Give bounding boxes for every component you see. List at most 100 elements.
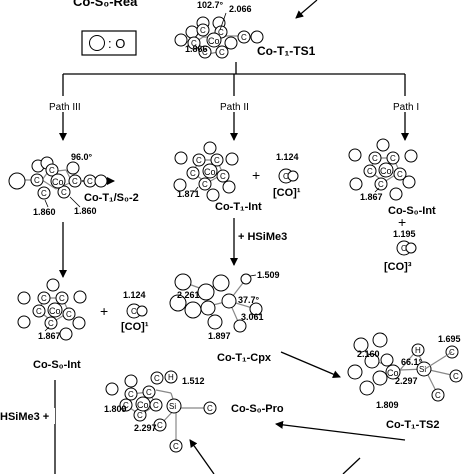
atom-co: Co <box>52 177 64 187</box>
atom-c: C <box>173 442 179 451</box>
ts2-d4: 1.809 <box>376 400 399 410</box>
plus-sign: + <box>100 303 108 319</box>
pro-d2: 1.809 <box>104 404 127 414</box>
species-s0-int-label: Co-S₀-Int <box>33 359 81 371</box>
atom-c: C <box>453 372 459 381</box>
ts2-angle: 66.1° <box>401 357 423 367</box>
atom-c: C <box>72 177 78 186</box>
atom-c: C <box>220 172 226 181</box>
molecule-s0-int-path1: C C C C C Co 1.867 <box>348 138 418 202</box>
p1-d: 1.867 <box>360 192 383 202</box>
molecule-co-int: C 1.124 <box>123 290 148 319</box>
cpx-d1: 1.509 <box>257 270 280 280</box>
species-co3: [CO]³ <box>384 261 412 273</box>
species-s0-int-path1-label: Co-S₀-Int <box>388 205 436 217</box>
p2-d: 1.871 <box>177 189 200 199</box>
atom-c: C <box>131 307 137 316</box>
atom-co: Co <box>49 306 61 316</box>
molecule-s0-int: C C C C C Co 1.867 <box>17 278 87 341</box>
plus-sign: + <box>252 167 260 183</box>
atom-c: C <box>219 48 225 57</box>
arrow-bottom-right <box>342 457 361 474</box>
p2-co: 1.124 <box>276 152 299 162</box>
molecule-t1s0-2: C C C C Co C C 96.0° 1.860 1.860 <box>8 152 115 217</box>
atom-c: C <box>202 48 208 57</box>
int-co: 1.124 <box>123 290 146 300</box>
species-co1-p2: [CO]¹ <box>273 187 301 199</box>
atom-c: C <box>157 421 163 430</box>
atom-c: C <box>372 154 378 163</box>
species-ts2-label: Co-T₁-TS2 <box>386 419 439 431</box>
atom-c: C <box>123 401 129 410</box>
arrow-to-ts1 <box>295 0 318 19</box>
arrow-cpx-to-ts2 <box>280 351 341 378</box>
atom-c: C <box>191 39 197 48</box>
atom-c: C <box>390 154 396 163</box>
atom-c: C <box>49 166 55 175</box>
atom-c: C <box>66 310 72 319</box>
p3-d2: 1.860 <box>74 206 97 216</box>
branch-lines <box>59 62 409 141</box>
atom-co: Co <box>387 368 399 378</box>
atom-c: C <box>435 391 441 400</box>
ts2-d2: 2.160 <box>357 349 380 359</box>
arrow-ts2-to-pro <box>275 420 406 441</box>
atom-c: C <box>202 180 208 189</box>
atom-h: H <box>415 346 421 355</box>
p3-angle: 96.0° <box>71 152 93 162</box>
species-rea-label: Co-S₀-Rea <box>73 0 138 9</box>
atom-co: Co <box>137 400 149 410</box>
atom-c: C <box>378 180 384 189</box>
cpx-d2: 2.261 <box>177 290 200 300</box>
cpx-angle: 37.7° <box>238 295 260 305</box>
species-t1-cpx-label: Co-T₁-Cpx <box>217 352 272 364</box>
molecule-ts2: Co H Si C C C 1.695 2.160 66.1° 2.297 1.… <box>347 332 463 410</box>
atom-c: C <box>128 390 134 399</box>
pro-d1: 1.512 <box>182 376 205 386</box>
reagent-hsime3-b: HSiMe3 + <box>0 411 49 423</box>
atom-c: C <box>34 176 40 185</box>
atom-c: C <box>154 374 160 383</box>
atom-si: Si <box>419 365 426 374</box>
ts1-d1: 2.066 <box>229 4 252 14</box>
arrow-to-pro <box>189 439 215 474</box>
atom-h: H <box>168 373 174 382</box>
reagent-hsime3-a: + HSiMe3 <box>238 231 287 243</box>
atom-c: C <box>153 401 159 410</box>
p1-co: 1.195 <box>393 229 416 239</box>
atom-c: C <box>36 307 42 316</box>
atom-c: C <box>190 169 196 178</box>
plus-sign: + <box>398 214 406 230</box>
species-ts1-label: Co-T₁-TS1 <box>257 44 316 58</box>
atom-c: C <box>59 294 65 303</box>
path-2-label: Path II <box>220 102 249 113</box>
species-t1s0-2-label: Co-T₁/S₀-2 <box>84 192 139 204</box>
molecule-s0-pro: C C C C C Co C H Si C C C 1.512 1.809 2.… <box>104 370 217 453</box>
molecule-co-p1: C 1.195 <box>393 229 417 256</box>
molecule-ts1: C C C C C Co C 102.7° 2.066 1.866 <box>174 0 264 59</box>
atom-co: Co <box>380 166 392 176</box>
path-3-label: Path III <box>49 102 81 113</box>
ts1-d2: 1.866 <box>185 44 208 54</box>
atom-c: C <box>200 26 206 35</box>
ts2-d3: 2.297 <box>395 376 418 386</box>
path-1-label: Path I <box>393 102 419 113</box>
atom-c: C <box>48 319 54 328</box>
atom-co: Co <box>204 167 216 177</box>
molecule-co-p2: C 1.124 <box>276 152 299 184</box>
atom-c: C <box>367 167 373 176</box>
atom-c: C <box>397 170 403 179</box>
cpx-d3: 3.061 <box>241 312 264 322</box>
molecule-t1-int: C C C C C Co 1.871 <box>173 141 239 202</box>
atom-c: C <box>283 172 289 181</box>
atom-c: C <box>218 28 224 37</box>
species-t1-int-label: Co-T₁-Int <box>215 201 262 213</box>
atom-c: C <box>87 177 93 186</box>
atom-c: C <box>214 156 220 165</box>
atom-c: C <box>207 404 213 413</box>
atom-c: C <box>401 244 407 253</box>
ts1-angle: 102.7° <box>197 0 224 10</box>
cpx-d4: 1.897 <box>208 331 231 341</box>
atom-c: C <box>41 189 47 198</box>
